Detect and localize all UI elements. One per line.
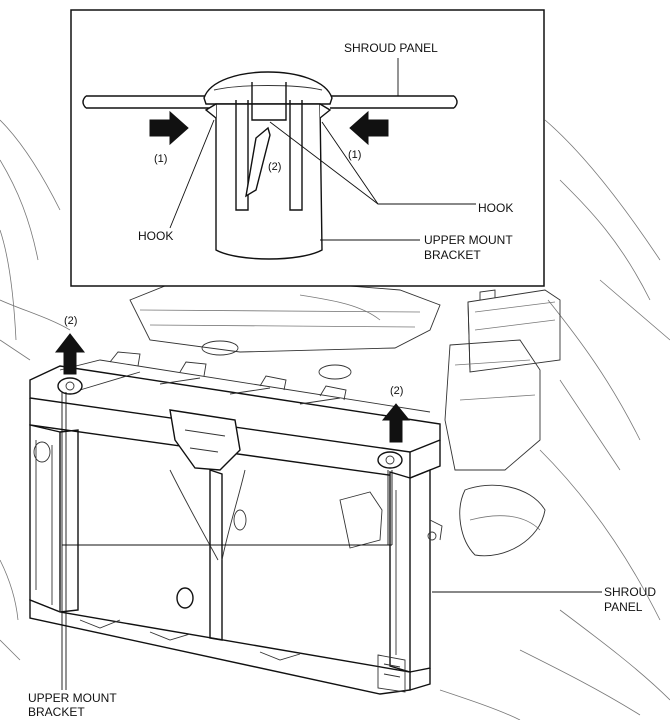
main-shroud-panel-label-line2: PANEL (604, 600, 643, 614)
engine-bay-background (0, 119, 670, 720)
shroud-panel-assembly (29, 333, 443, 695)
main-callout-2-right: (2) (390, 385, 403, 397)
main-upper-mount-label-line1: UPPER MOUNT (28, 691, 117, 705)
main-shroud-panel-label-line1: SHROUD (604, 585, 656, 599)
main-upper-mount-label-line2: BRACKET (28, 705, 85, 719)
inset-callout-1-left: (1) (154, 153, 167, 165)
hook-detail-inset (70, 9, 545, 287)
inset-hook-left-label: HOOK (138, 229, 173, 243)
inset-hook-right-label: HOOK (478, 201, 513, 215)
inset-callout-2: (2) (268, 161, 281, 173)
main-callout-2-left: (2) (64, 315, 77, 327)
inset-shroud-panel-label: SHROUD PANEL (344, 41, 438, 55)
inset-upper-mount-label-line1: UPPER MOUNT (424, 233, 513, 247)
inset-callout-1-right: (1) (348, 149, 361, 161)
main-leader-lines (61, 392, 602, 690)
inset-upper-mount-label-line2: BRACKET (424, 248, 481, 262)
